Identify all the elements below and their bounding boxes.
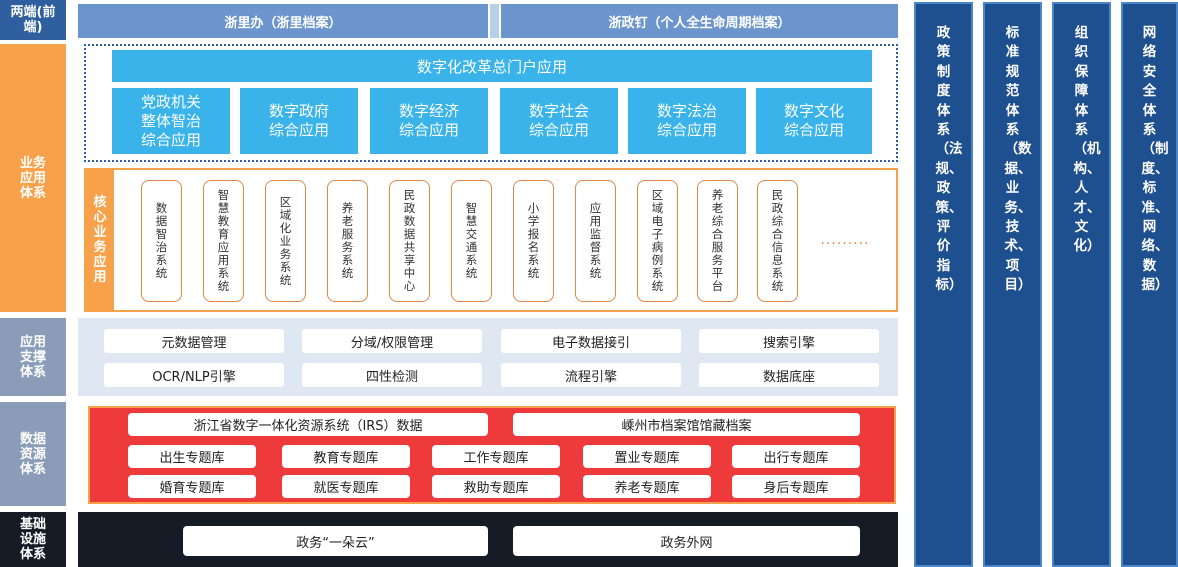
core-system-elderly-care: 养老服务系统: [327, 180, 368, 302]
support-workflow: 流程引擎: [501, 363, 681, 387]
layer-label-business: 业务应用体系: [0, 44, 66, 312]
layer-label-data: 数据资源体系: [0, 402, 66, 506]
infra-gov-cloud: 政务“一朵云”: [183, 526, 488, 556]
resource-birth: 出生专题库: [128, 445, 256, 468]
support-four-checks: 四性检测: [302, 363, 482, 387]
right-col-organization: 组织保障体系（机构、人才、文化）: [1052, 2, 1111, 567]
layer-label-support: 应用支撑体系: [0, 318, 66, 396]
resource-irs: 浙江省数字一体化资源系统（IRS）数据: [128, 413, 488, 436]
core-system-elderly-service-platform: 养老综合服务平台: [697, 180, 738, 302]
layer-label-infra: 基础设施体系: [0, 512, 66, 567]
support-metadata: 元数据管理: [104, 329, 284, 353]
right-col-network-security: 网络安全体系（制度、标准、网络、数据）: [1121, 2, 1178, 567]
core-system-smart-education: 智慧教育应用系统: [203, 180, 244, 302]
app-digital-culture: 数字文化综合应用: [756, 88, 872, 154]
support-ocr-nlp: OCR/NLP引擎: [104, 363, 284, 387]
resource-property: 置业专题库: [583, 445, 711, 468]
resource-education: 教育专题库: [282, 445, 410, 468]
resource-afterlife: 身后专题库: [732, 475, 860, 498]
core-system-primary-enrollment: 小学报名系统: [513, 180, 554, 302]
app-digital-government: 数字政府综合应用: [240, 88, 358, 154]
support-data-base: 数据底座: [699, 363, 879, 387]
core-system-civil-data-sharing: 民政数据共享中心: [389, 180, 430, 302]
resource-medical: 就医专题库: [282, 475, 410, 498]
front-bar-divider: [490, 4, 499, 38]
resource-travel: 出行专题库: [732, 445, 860, 468]
core-system-civil-info: 民政综合信息系统: [757, 180, 798, 302]
portal-app-bar: 数字化改革总门户应用: [112, 50, 872, 82]
core-more-ellipsis: ·········: [820, 236, 870, 252]
app-digital-economy: 数字经济综合应用: [370, 88, 488, 154]
core-system-app-supervision: 应用监督系统: [575, 180, 616, 302]
support-permission: 分域/权限管理: [302, 329, 482, 353]
resource-marriage: 婚育专题库: [128, 475, 256, 498]
resource-work: 工作专题库: [432, 445, 560, 468]
front-bar-zhezhengding: 浙政钉（个人全生命周期档案）: [501, 4, 898, 38]
right-col-policy: 政策制度体系（法规、政策、评价指标）: [914, 2, 973, 567]
infra-gov-extranet: 政务外网: [513, 526, 860, 556]
core-system-regional-business: 区域化业务系统: [265, 180, 306, 302]
core-system-smart-traffic: 智慧交通系统: [451, 180, 492, 302]
resource-elderly: 养老专题库: [583, 475, 711, 498]
core-system-data-governance: 数据智治系统: [141, 180, 182, 302]
resource-archive-collection: 嵊州市档案馆馆藏档案: [513, 413, 860, 436]
resource-assistance: 救助专题库: [432, 475, 560, 498]
core-business-title: 核心业务应用: [86, 170, 114, 310]
front-bar-zheliban: 浙里办（浙里档案）: [78, 4, 488, 38]
right-col-standards: 标准规范体系（数据、业务、技术、项目）: [983, 2, 1042, 567]
app-digital-rule-of-law: 数字法治综合应用: [628, 88, 746, 154]
support-search-engine: 搜索引擎: [699, 329, 879, 353]
layer-label-front: 两端(前端): [0, 0, 66, 40]
core-system-regional-medical-record: 区域电子病例系统: [637, 180, 678, 302]
app-party-government: 党政机关整体智治综合应用: [112, 88, 230, 154]
app-digital-society: 数字社会综合应用: [500, 88, 618, 154]
support-edata-ingest: 电子数据接引: [501, 329, 681, 353]
